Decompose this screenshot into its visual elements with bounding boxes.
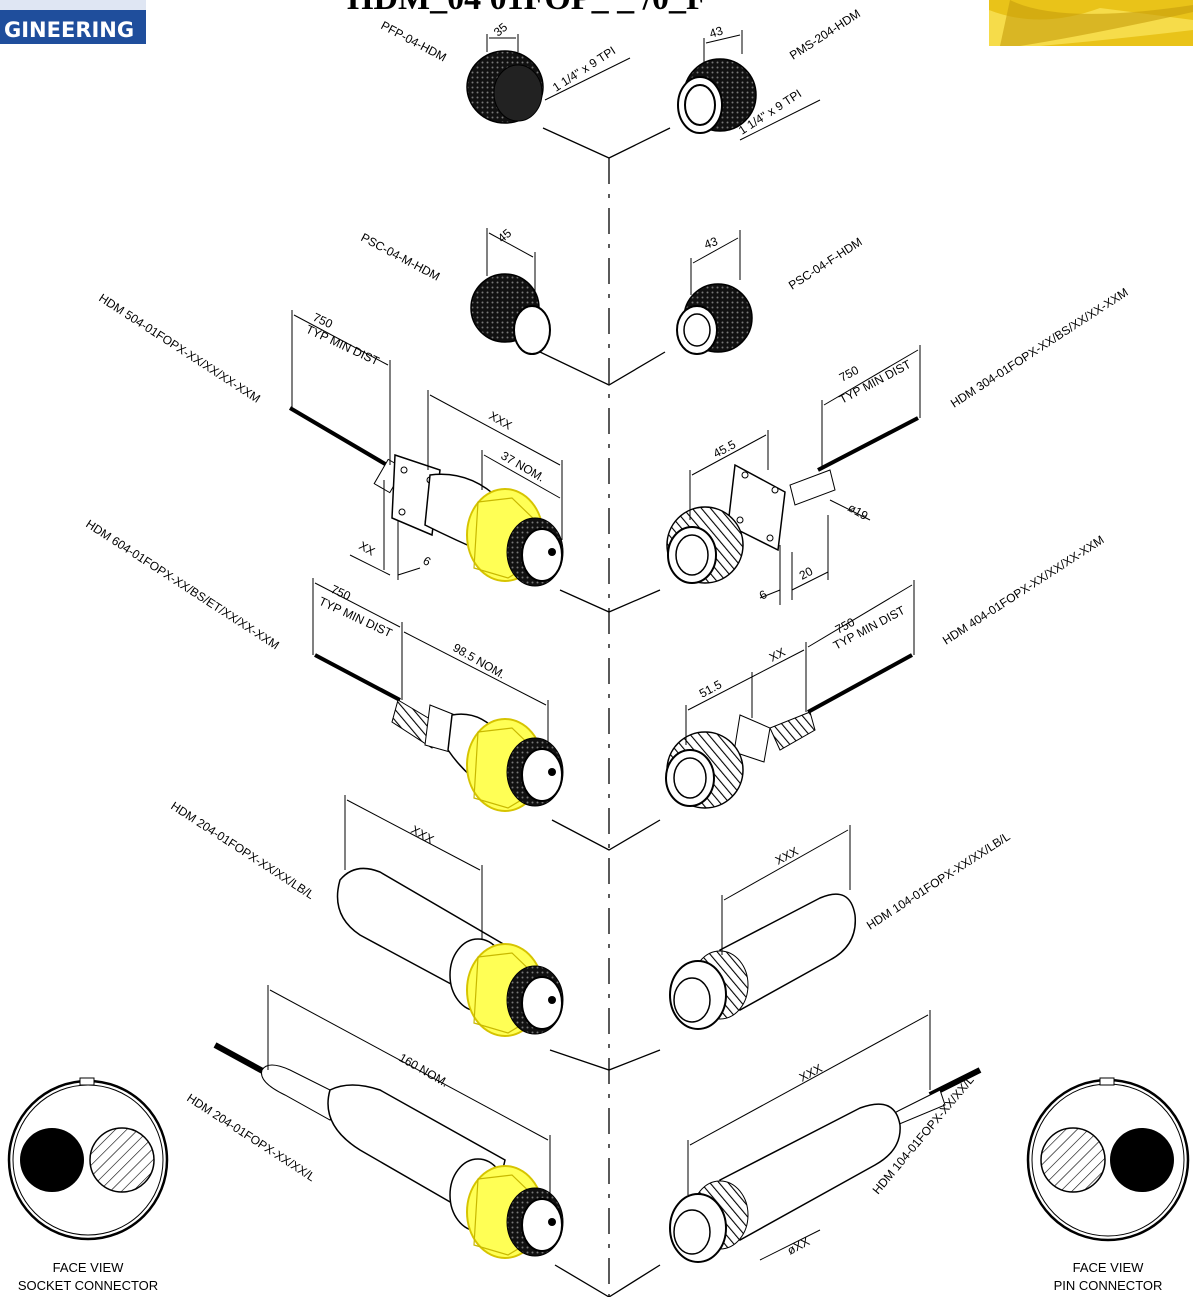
psc-m-cover: 45 PSC-04-M-HDM <box>359 226 551 355</box>
hdm304-label: HDM 304-01FOPX-XX/BS/XX/XX-XXM <box>948 285 1131 410</box>
hdm204-connector: 160 NOM. HDM 204-01FOPX-XX/XX/L <box>184 985 564 1259</box>
hdm104-length: XXX <box>797 1061 825 1085</box>
psc-f-cover: 43 PSC-04-F-HDM <box>676 230 865 355</box>
pfp-label: PFP-04-HDM <box>379 18 449 64</box>
hdm304-twenty: 20 <box>797 564 816 583</box>
hdm204lb-length: XXX <box>409 822 437 846</box>
hdm504-dist-note: TYP MIN DIST <box>304 322 382 368</box>
hdm204-length: 160 NOM. <box>397 1050 451 1089</box>
hdm604-nom: 98.5 NOM. <box>451 640 508 681</box>
pin-face-view: FACE VIEW PIN CONNECTOR <box>1026 1077 1190 1293</box>
hdm104lb-label: HDM 104-01FOPX-XX/XX/LB/L <box>864 829 1013 932</box>
hdm104lb-connector: XXX HDM 104-01FOPX-XX/XX/LB/L <box>669 825 1013 1030</box>
hdm304-dist: 750 <box>837 363 862 385</box>
hdm204-label: HDM 204-01FOPX-XX/XX/L <box>184 1091 318 1185</box>
socket-face-line2: SOCKET CONNECTOR <box>18 1278 158 1293</box>
socket-face-view: FACE VIEW SOCKET CONNECTOR <box>7 1077 169 1293</box>
hdm204lb-label: HDM 204-01FOPX-XX/XX/LB/L <box>168 799 317 902</box>
hdm204lb-connector: XXX HDM 204-01FOPX-XX/XX/LB/L <box>168 795 564 1037</box>
hdm304-dia: ø19 <box>846 500 871 523</box>
drawing-title: HDM_04 01FOP_ _ /0_F <box>347 0 707 17</box>
hdm404-connector: 750 TYP MIN DIST 51.5 XX HDM 404-01FOPX-… <box>665 533 1106 809</box>
hdm604-dist-note: TYP MIN DIST <box>317 594 395 640</box>
psc-f-dim: 43 <box>702 234 720 252</box>
center-guides <box>539 127 671 1297</box>
hdm404-label: HDM 404-01FOPX-XX/XX/XX-XXM <box>940 533 1106 648</box>
hdm504-label: HDM 504-01FOPX-XX/XX/XX-XXM <box>96 291 262 406</box>
hdm104-dia: øXX <box>785 1234 812 1257</box>
pfp-dim: 35 <box>491 20 510 40</box>
pfp-cap: 35 1 1/4" x 9 TPI PFP-04-HDM <box>379 18 631 124</box>
hdm504-length: XXX <box>487 408 515 432</box>
pms-cap: 43 1 1/4" x 9 TPI PMS-204-HDM <box>677 6 863 141</box>
pin-face-line2: PIN CONNECTOR <box>1054 1278 1163 1293</box>
psc-m-label: PSC-04-M-HDM <box>359 230 443 283</box>
psc-m-dim: 45 <box>495 226 514 246</box>
company-logo: GINEERING <box>0 0 146 44</box>
hdm404-d515: 51.5 <box>697 677 724 700</box>
hdm404-xx: XX <box>767 645 788 665</box>
hdm604-label: HDM 604-01FOPX-XX/BS/ET/XX/XX-XXM <box>83 517 281 653</box>
hdm504-six: 6 <box>421 553 434 569</box>
pms-dim: 43 <box>708 23 725 41</box>
pms-label: PMS-204-HDM <box>787 6 863 62</box>
logo-text: GINEERING <box>4 18 134 42</box>
hdm504-xx: XX <box>357 538 378 558</box>
socket-face-line1: FACE VIEW <box>53 1260 125 1275</box>
psc-f-label: PSC-04-F-HDM <box>786 235 865 293</box>
pin-face-line1: FACE VIEW <box>1073 1260 1145 1275</box>
hdm104-connector: XXX øXX HDM 104-01FOPX-XX/XX/L <box>669 1010 982 1263</box>
cable-photo <box>989 0 1193 46</box>
